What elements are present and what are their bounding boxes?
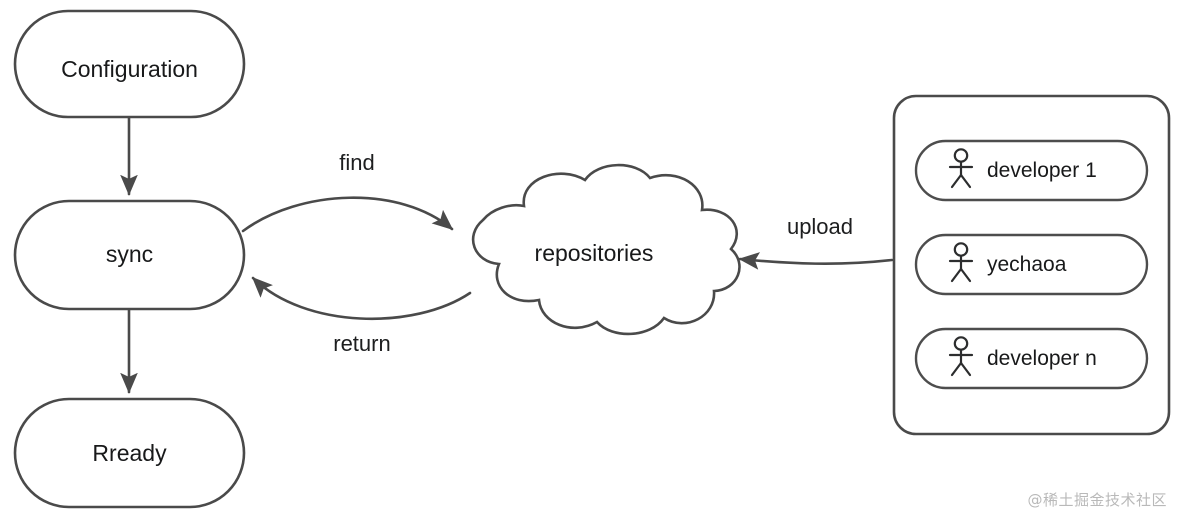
- edge-label-upload: upload: [787, 214, 853, 239]
- node-repositories[interactable]: repositories: [471, 163, 741, 336]
- node-configuration[interactable]: Configuration: [13, 9, 246, 119]
- developer-2-pill: [914, 233, 1149, 296]
- actor-icon: [948, 148, 974, 189]
- developer-2-label: yechaoa: [987, 253, 1067, 276]
- rready-label: Rready: [92, 440, 167, 466]
- developer-item-3[interactable]: developer n: [914, 327, 1149, 390]
- edge-repositories-to-sync: return: [251, 276, 472, 356]
- sync-label: sync: [106, 241, 153, 267]
- actor-icon: [948, 336, 974, 377]
- node-sync[interactable]: sync: [13, 199, 246, 311]
- developers-panel: developer 1 yechaoa: [892, 94, 1171, 436]
- developer-1-pill: [914, 139, 1149, 202]
- developer-3-pill: [914, 327, 1149, 390]
- developer-1-label: developer 1: [987, 159, 1097, 182]
- edge-sync-to-repositories: find: [241, 150, 454, 233]
- configuration-label: Configuration: [61, 56, 198, 82]
- cloud-shape: [471, 163, 741, 336]
- developer-item-2[interactable]: yechaoa: [914, 233, 1149, 296]
- node-rready[interactable]: Rready: [13, 397, 246, 509]
- edge-label-return: return: [333, 331, 390, 356]
- developer-item-1[interactable]: developer 1: [914, 139, 1149, 202]
- rready-shape: [13, 397, 246, 509]
- edge-developers-to-repositories: upload: [738, 214, 894, 270]
- edge-label-find: find: [339, 150, 374, 175]
- repositories-label: repositories: [535, 240, 654, 266]
- actor-icon: [948, 242, 974, 283]
- watermark: @稀土掘金技术社区: [1027, 491, 1167, 509]
- developer-3-label: developer n: [987, 347, 1097, 370]
